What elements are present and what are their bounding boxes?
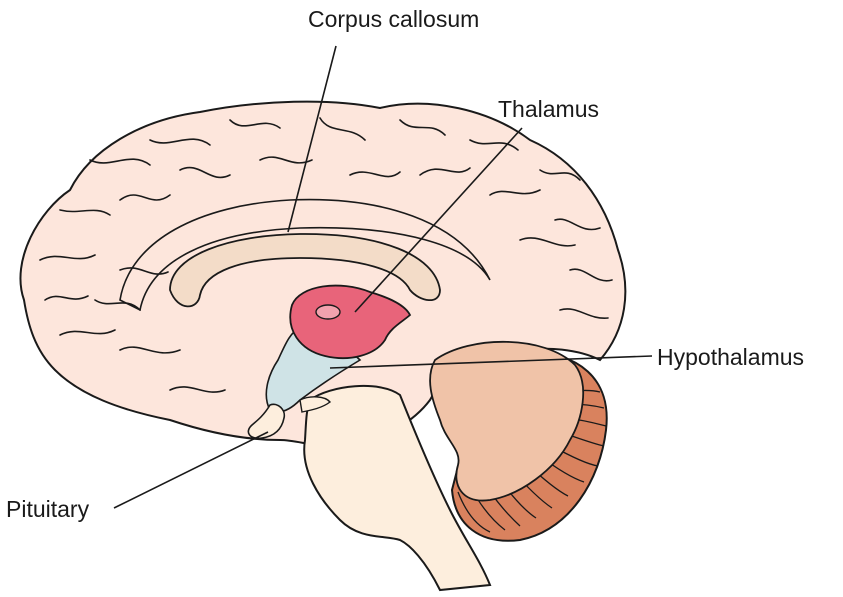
leader-pituitary <box>113 431 269 509</box>
pituitary-gland <box>247 403 286 440</box>
cingulate-gyrus <box>119 198 491 312</box>
brainstem <box>303 385 492 592</box>
thalamus <box>289 284 412 360</box>
leader-hypothalamus <box>329 355 653 369</box>
label-thalamus: Thalamus <box>498 96 599 122</box>
leader-corpus-callosum <box>287 45 337 233</box>
corpus-callosum <box>169 233 441 308</box>
pituitary-stalk <box>299 396 332 413</box>
label-corpus-callosum: Corpus callosum <box>308 6 480 32</box>
cerebellum-inner <box>429 340 585 502</box>
leader-lines <box>113 45 653 509</box>
leader-thalamus <box>354 127 523 313</box>
cortex-sulci <box>39 117 613 393</box>
label-hypothalamus: Hypothalamus <box>657 344 805 370</box>
label-pituitary: Pituitary <box>6 496 90 522</box>
thalamus-center <box>315 304 341 320</box>
